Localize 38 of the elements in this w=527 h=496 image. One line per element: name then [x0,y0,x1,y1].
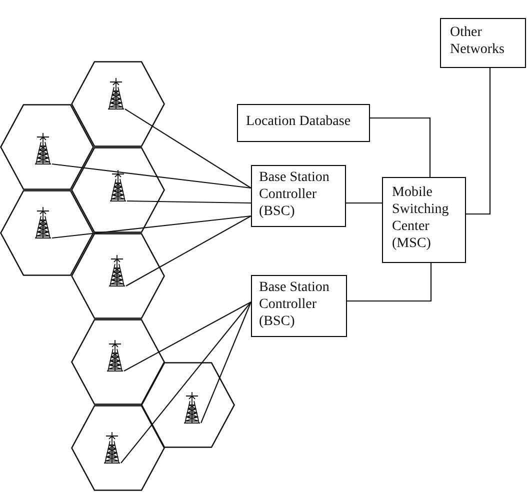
box-label: Other Networks [450,24,506,58]
radio-tower-icon [107,78,125,110]
connector-line [52,163,252,189]
box-label: Base Station Controller (BSC) [259,279,330,330]
box-label: Location Database [246,113,352,130]
connector-line [127,200,251,204]
radio-tower-icon [106,340,124,372]
connector-line [124,108,252,188]
connector-line [120,302,252,464]
connector-line [126,216,252,286]
network-box [251,275,347,337]
radio-tower-icon [109,170,127,202]
box-label: Mobile Switching Center (MSC) [392,184,450,252]
connector-line [346,202,382,204]
connector-line [52,215,252,239]
hexagonal-cell [70,61,164,147]
radio-tower-icon [103,432,121,464]
hexagonal-cell [0,104,94,190]
radio-tower-icon [34,133,52,165]
connector-line [200,302,252,424]
network-box [251,165,346,227]
radio-tower-icon [108,255,126,287]
network-box [440,18,526,68]
connector-line [347,263,432,302]
box-label: Base Station Controller (BSC) [259,169,330,220]
hexagonal-cell [0,190,94,276]
hexagonal-cell [70,147,164,233]
radio-tower-icon [183,392,201,424]
hexagonal-cell [70,233,164,319]
connector-line [124,302,252,372]
network-box [237,104,370,142]
hexagonal-cell [141,362,235,448]
hexagonal-cell [70,319,164,405]
radio-tower-icon [34,207,52,239]
network-box [382,177,466,263]
hexagonal-cell [70,405,164,491]
connector-line [370,117,431,177]
connector-line [466,68,491,215]
